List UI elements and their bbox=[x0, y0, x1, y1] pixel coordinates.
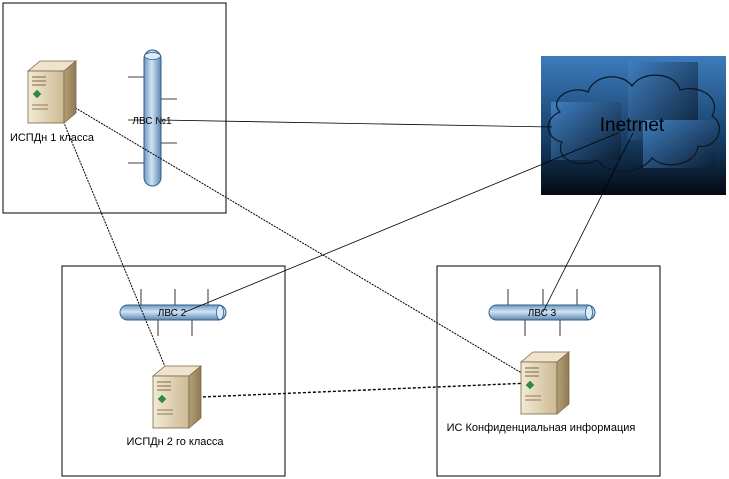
link-lan3-internet bbox=[542, 132, 634, 313]
link-ispdn1-ispdn2 bbox=[51, 93, 179, 399]
ispdn1-label: ИСПДн 1 класса bbox=[10, 132, 95, 144]
ispdn2-label: ИСПДн 2 го класса bbox=[126, 436, 224, 448]
lan2-bus bbox=[119, 289, 227, 336]
lan1-bus bbox=[128, 49, 177, 187]
zone-box-1 bbox=[2, 2, 227, 214]
server-icon-ispdn2 bbox=[152, 365, 202, 429]
connections bbox=[51, 93, 634, 399]
internet-label: Inetrnet bbox=[600, 115, 665, 136]
link-lan1-internet bbox=[159, 119, 553, 128]
server-icon-isconf bbox=[520, 351, 570, 415]
lan3-bus bbox=[488, 289, 596, 336]
lan3-label: ЛВС 3 bbox=[528, 308, 557, 319]
internet-cloud bbox=[541, 56, 726, 195]
link-ispdn2-isconf bbox=[177, 382, 531, 399]
link-lan2-internet bbox=[184, 132, 619, 313]
lan1-label: ЛВС №1 bbox=[132, 116, 172, 127]
link-ispdn1-isconf bbox=[51, 93, 531, 379]
server-icon-ispdn1 bbox=[27, 60, 77, 124]
isconf-label: ИС Конфиденциальная информация bbox=[447, 422, 636, 434]
lan2-label: ЛВС 2 bbox=[158, 308, 187, 319]
zone-box-3 bbox=[436, 265, 661, 477]
zone-box-2 bbox=[61, 265, 286, 477]
